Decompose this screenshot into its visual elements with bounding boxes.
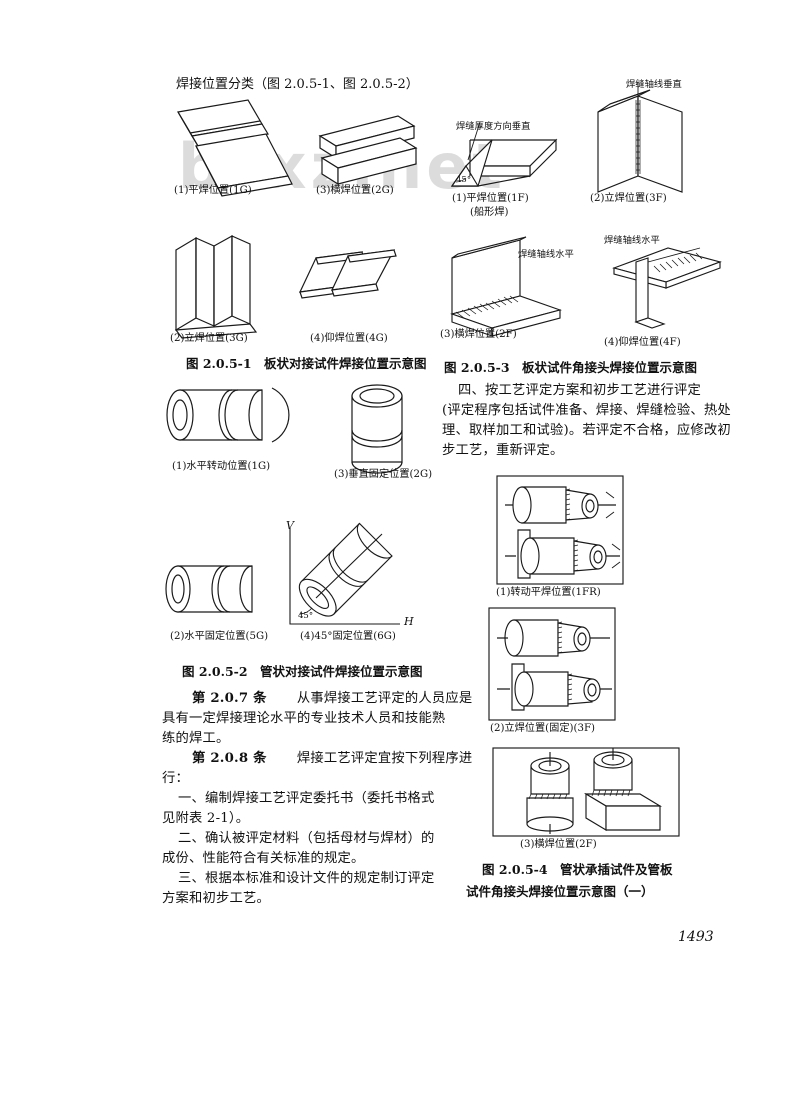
figure-label-pipe-5g: (2)水平固定位置(5G) <box>170 631 269 642</box>
axis-label-v: V <box>286 519 294 532</box>
figure-label-pipe-1g: (1)水平转动位置(1G) <box>172 461 271 472</box>
drawing-pipe-1g <box>166 387 290 443</box>
angle-label-45-fillet: 45° <box>456 175 472 185</box>
figure-label-pipe-6g: (4)45°固定位置(6G) <box>300 631 396 642</box>
drawing-fillet-4f <box>612 247 722 329</box>
section-heading: 焊接位置分类（图 2.0.5-1、图 2.0.5-2） <box>176 77 419 92</box>
drawing-plate-4g <box>298 249 397 299</box>
clause-208-line-1: 焊接工艺评定宜按下列程序进 <box>252 751 473 766</box>
drawing-pipe-6g <box>289 522 400 625</box>
figure-label-1g: (1)平焊位置(1G) <box>174 185 252 196</box>
item-3-line-2: 方案和初步工艺。 <box>162 891 270 906</box>
figure-label-2f: (3)横焊位置(2F) <box>440 329 517 340</box>
clause-207-line-2: 具有一定焊接理论水平的专业技术人员和技能熟 <box>162 711 446 726</box>
figure-label-socket-2f: (3)横焊位置(2F) <box>520 839 597 850</box>
section-four-line-3: 理、取样加工和试验)。若评定不合格，应修改初 <box>442 423 731 438</box>
angle-label-45-pipe: 45° <box>298 611 314 621</box>
figure-sublabel-boat-weld: (船形焊) <box>470 207 509 218</box>
drawing-socket-1fr <box>496 475 624 585</box>
figure-label-pipe-2g: (3)垂直固定位置(2G) <box>334 469 433 480</box>
drawing-pipe-2g <box>351 384 403 474</box>
clause-207-line-1: 从事焊接工艺评定的人员应是 <box>252 691 473 706</box>
clause-207-line-3: 练的焊工。 <box>162 731 230 746</box>
clause-208-line-2: 行： <box>162 771 189 786</box>
drawing-pipe-5g <box>165 565 253 613</box>
drawing-fillet-1f <box>450 121 558 187</box>
axis-label-h: H <box>404 615 414 628</box>
figure-caption-1: 图 2.0.5-1 板状对接试件焊接位置示意图 <box>186 356 427 371</box>
annotation-weld-axis-vertical: 焊缝轴线垂直 <box>626 79 682 90</box>
annotation-weld-thickness-vertical: 焊缝厚度方向垂直 <box>456 121 531 132</box>
figure-label-3f: (2)立焊位置(3F) <box>590 193 667 204</box>
item-1-line-2: 见附表 2-1）。 <box>162 811 250 826</box>
drawing-fillet-2f <box>450 236 562 337</box>
figure-label-2g: (3)横焊位置(2G) <box>316 185 394 196</box>
figure-label-3g: (2)立焊位置(3G) <box>170 333 248 344</box>
drawing-plate-2g <box>318 115 418 186</box>
figure-label-1fr: (1)转动平焊位置(1FR) <box>496 587 601 598</box>
section-four-line-2: (评定程序包括试件准备、焊接、焊缝检验、热处 <box>442 403 731 418</box>
clause-208-marker: 第 2.0.8 条 <box>192 751 267 766</box>
annotation-weld-axis-horizontal-4f: 焊缝轴线水平 <box>604 235 660 246</box>
item-2-line-1: 二、确认被评定材料（包括母材与焊材）的 <box>178 831 435 846</box>
drawing-socket-3f <box>488 607 616 721</box>
section-four-line-1: 四、按工艺评定方案和初步工艺进行评定 <box>458 383 701 398</box>
figure-label-4g: (4)仰焊位置(4G) <box>310 333 388 344</box>
figure-caption-4-line2: 试件角接头焊接位置示意图（一） <box>466 884 654 899</box>
item-2-line-2: 成份、性能符合有关标准的规定。 <box>162 851 365 866</box>
figure-label-socket-3f: (2)立焊位置(固定)(3F) <box>490 723 596 734</box>
drawing-socket-2f <box>492 747 680 837</box>
figure-label-1f: (1)平焊位置(1F) <box>452 193 529 204</box>
clause-207-marker: 第 2.0.7 条 <box>192 691 267 706</box>
page-number: 1493 <box>678 929 714 945</box>
figure-caption-3: 图 2.0.5-3 板状试件角接头焊接位置示意图 <box>444 360 698 375</box>
drawing-fillet-3f <box>597 82 683 193</box>
figure-label-4f: (4)仰焊位置(4F) <box>604 337 681 348</box>
figure-caption-4-line1: 图 2.0.5-4 管状承插试件及管板 <box>482 862 673 877</box>
item-3-line-1: 三、根据本标准和设计文件的规定制订评定 <box>178 871 435 886</box>
drawing-plate-3g <box>174 234 258 339</box>
figure-caption-2: 图 2.0.5-2 管状对接试件焊接位置示意图 <box>182 664 423 679</box>
annotation-weld-axis-horizontal-2f: 焊缝轴线水平 <box>518 249 574 260</box>
section-four-line-4: 步工艺，重新评定。 <box>442 443 564 458</box>
drawing-plate-1g <box>177 99 293 197</box>
item-1-line-1: 一、编制焊接工艺评定委托书（委托书格式 <box>178 791 435 806</box>
